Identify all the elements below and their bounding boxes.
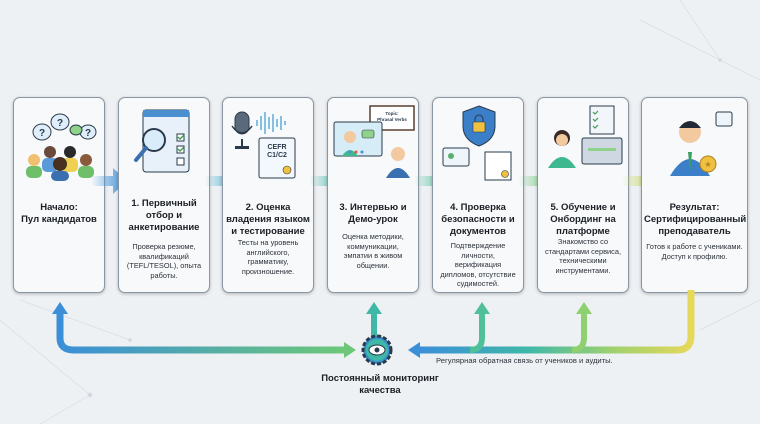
step-card-onboarding: 5. Обучение и Онбординг на платформе Зна… <box>537 97 629 293</box>
gear-eye-icon <box>361 334 393 366</box>
candidates-pool-icon: ? ? ? <box>26 113 97 181</box>
step-description: Подтверждение личности, верификация дипл… <box>440 241 516 289</box>
step-title: 4. Проверка безопасности и документов <box>441 202 515 237</box>
step-card-security: 4. Проверка безопасности и документов По… <box>432 97 524 293</box>
security-shield-icon <box>442 105 512 181</box>
step-card-language-test: CEFR C1/C2 2. Оценка владения языком и т… <box>222 97 314 293</box>
svg-text:?: ? <box>85 128 91 139</box>
monitoring-label: Постоянный мониторинг качества <box>321 373 439 396</box>
step-title: 1. Первичный отбор и анкетирование <box>128 198 200 233</box>
step-description: Готов к работе с учениками. Доступ к про… <box>646 242 743 261</box>
screening-checklist-icon <box>134 109 190 173</box>
step-title: 3. Интервью и Демо-урок <box>339 202 407 225</box>
svg-text:?: ? <box>57 118 63 129</box>
video-interview-icon: Topic: Phrasal Verbs <box>333 105 415 178</box>
monitoring-loop <box>52 290 695 366</box>
feedback-arrow-start <box>56 312 344 354</box>
step-description: Проверка резюме, квалификаций (TEFL/TESO… <box>126 242 202 280</box>
step-description: Знакомство со стандартами сервиса, техни… <box>544 237 622 275</box>
svg-text:Phrasal Verbs: Phrasal Verbs <box>377 117 407 122</box>
onboarding-icon <box>548 105 623 168</box>
feedback-arrow-security <box>469 312 485 353</box>
svg-text:★: ★ <box>704 160 711 169</box>
step-title: 5. Обучение и Онбординг на платформе <box>550 202 616 237</box>
step-description: Тесты на уровень английского, грамматику… <box>237 238 299 276</box>
feedback-arrow-onboarding <box>571 312 587 353</box>
certificate-text: CEFR <box>267 144 286 151</box>
certified-teacher-icon: ★ <box>670 111 733 176</box>
svg-text:C1/C2: C1/C2 <box>267 152 287 159</box>
svg-text:Topic:: Topic: <box>385 111 399 116</box>
step-card-result: ★ Результат: Сертифицированный преподава… <box>641 97 748 293</box>
feedback-note: Регулярная обратная связь от учеников и … <box>436 356 613 365</box>
step-card-screening: 1. Первичный отбор и анкетирование Прове… <box>118 97 210 293</box>
step-title: Начало: Пул кандидатов <box>21 202 97 225</box>
step-card-start: ? ? ? Начало: Пул кандидатов <box>13 97 105 293</box>
language-test-icon: CEFR C1/C2 <box>231 111 296 179</box>
step-title: Результат: Сертифицированный преподавате… <box>644 202 747 237</box>
step-description: Оценка методики, коммуникации, эмпатии в… <box>342 232 404 270</box>
step-card-interview: Topic: Phrasal Verbs 3. Интервью и Демо-… <box>327 97 419 293</box>
svg-text:?: ? <box>39 128 45 139</box>
step-title: 2. Оценка владения языком и тестирование <box>226 202 310 237</box>
feedback-arrow-result <box>420 290 695 354</box>
